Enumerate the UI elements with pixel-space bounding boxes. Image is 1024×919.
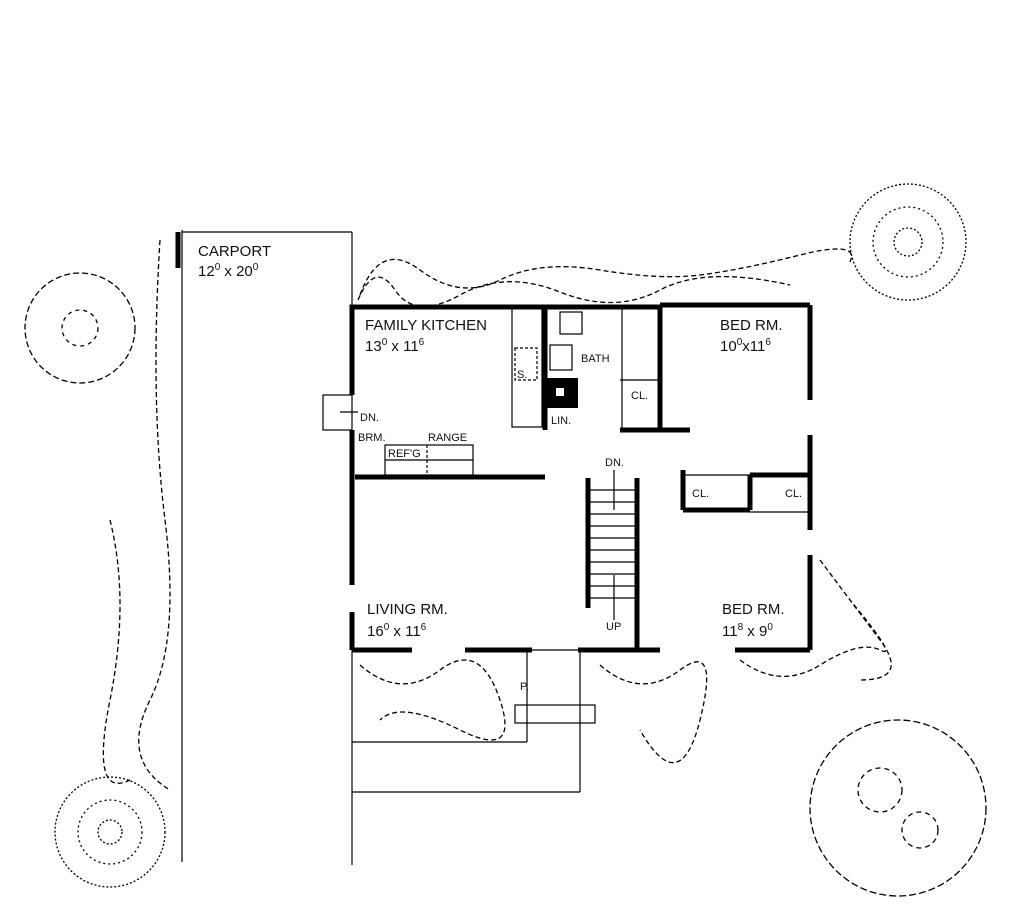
interior-walls (322, 306, 810, 650)
carport-name: CARPORT (198, 243, 271, 260)
tree-icon (54, 776, 166, 888)
closet-label: CL. (785, 488, 802, 500)
tree-icon (24, 272, 136, 384)
linen-label: LIN. (551, 415, 571, 427)
tree-icon (849, 183, 967, 301)
living-room-dimensions: 160 x 116 (367, 622, 427, 640)
kitchen-name: FAMILY KITCHEN (365, 317, 487, 334)
living-room-name: LIVING RM. (367, 601, 448, 618)
stair-down-label: DN. (605, 457, 624, 469)
porch-walks (351, 650, 596, 865)
exterior-walls (349, 302, 813, 653)
porch-label: P. (520, 681, 529, 693)
bedroom1-name: BED RM. (720, 317, 783, 334)
tree-icon (809, 719, 987, 897)
carport-outline (175, 230, 353, 862)
refrigerator-label: REF'G (388, 448, 421, 460)
bedroom1-dimensions: 100x116 (720, 337, 771, 355)
closet-label: CL. (631, 390, 648, 402)
shrub-hedges (102, 239, 892, 791)
broom-closet-label: BRM. (358, 432, 386, 444)
kitchen-dimensions: 130 x 116 (365, 337, 425, 355)
stair-treads (590, 470, 636, 620)
bath-label: BATH (581, 353, 610, 365)
side-door-down-label: DN. (360, 412, 379, 424)
closet-label: CL. (692, 488, 709, 500)
bedroom2-name: BED RM. (722, 601, 785, 618)
stair-up-label: UP (606, 621, 621, 633)
carport-dimensions: 120 x 200 (198, 262, 259, 280)
bedroom2-dimensions: 118 x 90 (722, 622, 773, 640)
range-label: RANGE (428, 432, 467, 444)
sink-label: S. (517, 369, 527, 381)
